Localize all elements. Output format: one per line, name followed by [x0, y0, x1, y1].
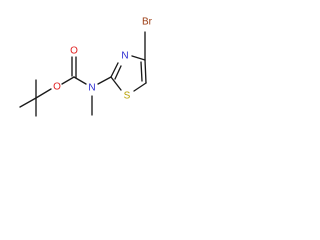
atom-labels: O O N N S Br: [53, 17, 153, 102]
atom-nitrogen-ring: N: [121, 51, 128, 62]
bond-methyl-left: [19, 97, 37, 108]
bond-c4-c5-1: [144, 59, 147, 84]
bonds: [19, 31, 147, 117]
bond-tbutyl-oxygen: [35, 88, 52, 99]
bond-oxygen-carbonyl-carbon: [61, 76, 75, 85]
bond-c2-ring-n-1: [110, 62, 119, 78]
bond-ring-n-c4: [131, 55, 146, 61]
atom-oxygen-carbonyl: O: [70, 46, 78, 57]
bond-nitrogen-c2: [97, 76, 112, 85]
atom-nitrogen-carbamate: N: [88, 83, 95, 94]
atom-oxygen-ester: O: [53, 82, 61, 93]
bond-sulfur-c2: [110, 76, 122, 91]
bond-c2-ring-n-2: [114, 65, 122, 80]
molecule-structure: O O N N S Br: [19, 17, 153, 117]
bond-c5-sulfur: [133, 82, 147, 92]
bond-carbonyl-nitrogen: [73, 76, 87, 85]
atom-sulfur: S: [124, 91, 131, 102]
bond-c4-c5-2: [140, 61, 143, 82]
atom-bromine: Br: [142, 17, 153, 28]
